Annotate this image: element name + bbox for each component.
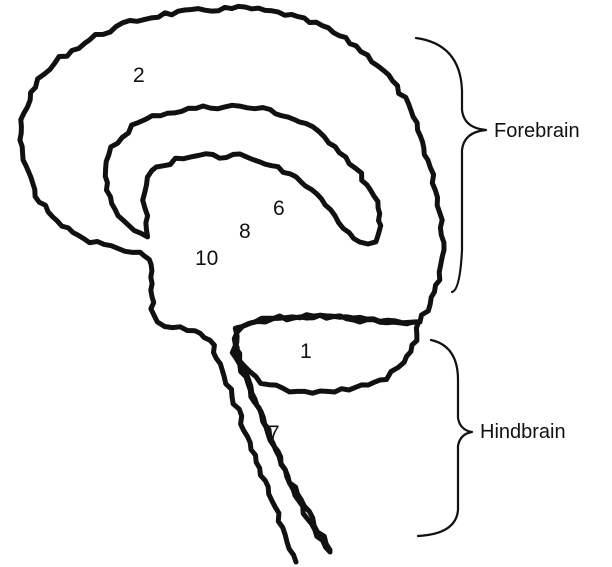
label-6: 6: [273, 197, 285, 220]
label-8: 8: [239, 220, 251, 243]
forebrain-label: Forebrain: [494, 120, 580, 142]
hindbrain-brace: [418, 340, 472, 536]
label-10: 10: [195, 247, 218, 270]
forebrain-brace: [416, 38, 486, 292]
cerebrum-outline: [20, 6, 444, 562]
brain-outline: [20, 6, 444, 562]
label-7: 7: [268, 422, 280, 445]
label-1: 1: [300, 340, 312, 363]
region-labels: Forebrain Hindbrain: [480, 120, 580, 443]
hindbrain-label: Hindbrain: [480, 421, 566, 443]
label-2: 2: [133, 64, 145, 87]
region-braces: [416, 38, 486, 536]
cerebellum-outline: [235, 315, 418, 394]
